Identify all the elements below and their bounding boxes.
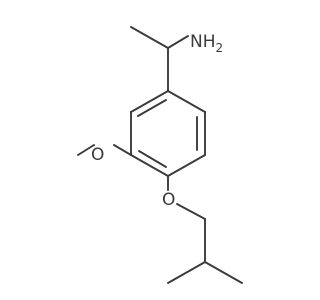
benzene-ring [130, 90, 206, 177]
isobutoxy-group: O [162, 175, 243, 284]
molecule-diagram: NH2 O O [77, 26, 243, 284]
methoxy-group: O [77, 144, 132, 165]
ring-bond-3 [167, 154, 206, 177]
ether-oxygen-label: O [162, 190, 175, 210]
bond-methoxy-o-to-methyl [77, 144, 95, 156]
aminoethyl-group: NH2 [130, 26, 223, 92]
ring-bond-1 [167, 90, 206, 113]
ring-bond-4 [130, 154, 169, 177]
ring-double-bond-inner-3 [138, 150, 167, 168]
ring-bond-6 [130, 90, 169, 113]
bond-ch-to-methyl-a [167, 261, 206, 284]
methoxy-oxygen-label: O [91, 145, 104, 165]
amine-label: NH2 [190, 32, 223, 55]
bond-ch-to-methyl [130, 26, 169, 49]
ring-double-bond-inner-1 [137, 99, 167, 117]
bond-ch-to-n [167, 35, 189, 49]
bond-ring-to-methoxy-o [113, 144, 132, 156]
bond-ch-to-methyl-b [204, 261, 243, 284]
structure-drawing: NH2 O O [77, 26, 243, 284]
bond-ether-o-to-ch2 [176, 203, 206, 220]
